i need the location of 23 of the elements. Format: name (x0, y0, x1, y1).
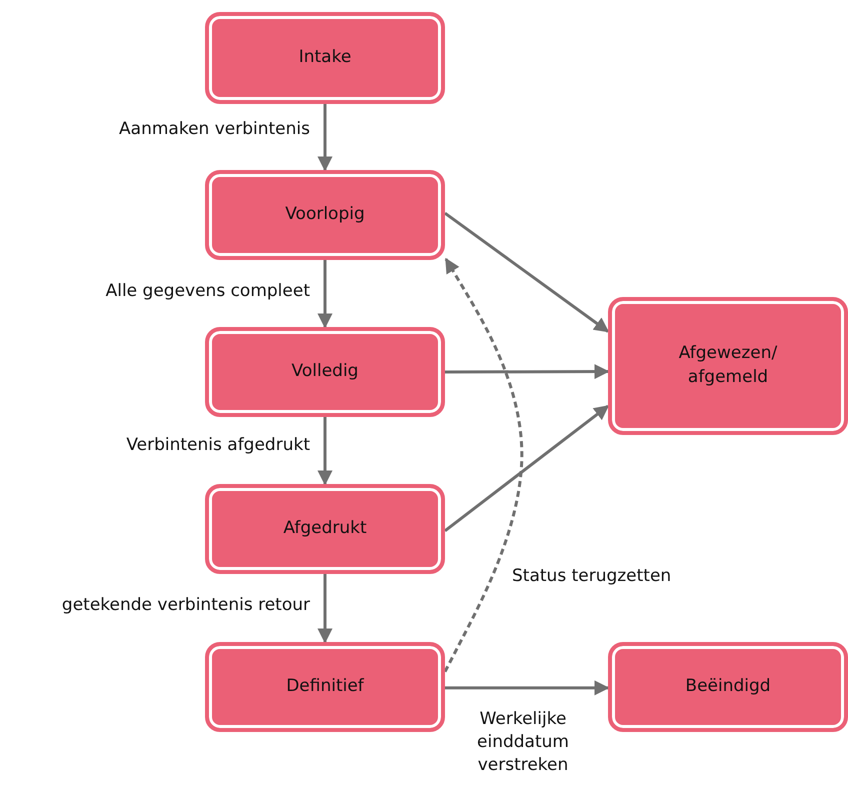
state-box (205, 170, 445, 260)
arrow (318, 104, 332, 172)
arrow (444, 212, 610, 333)
arrow (445, 364, 610, 380)
state-name: Volledig (292, 360, 358, 384)
state-box (205, 12, 445, 104)
state-box (205, 642, 445, 732)
state-box (608, 642, 848, 732)
state-box (205, 484, 445, 574)
state-name: Intake (298, 46, 352, 70)
state-box (608, 297, 848, 435)
arrow (318, 260, 332, 328)
arrow (444, 404, 610, 532)
state-name: Beëindigd (685, 675, 771, 698)
dashed-arrow (444, 258, 524, 672)
state-name: Afgewezen/ afgemeld (678, 342, 778, 389)
arrow (318, 417, 332, 486)
arrow (445, 680, 610, 696)
arrow (318, 574, 332, 644)
state-name: Voorlopig (285, 203, 365, 226)
state-box (205, 327, 445, 417)
state-name: Definitief (286, 675, 364, 698)
state-name: Afgedrukt (283, 517, 367, 540)
